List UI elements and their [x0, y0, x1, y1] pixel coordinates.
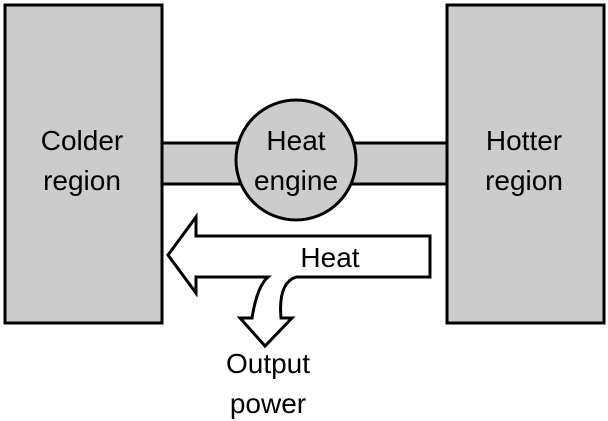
left-connector-bar: [160, 141, 248, 186]
heat-flow-arrow: [166, 212, 432, 349]
colder-region-label-line1: Colder: [41, 125, 123, 156]
heat-arrow-label: Heat: [300, 242, 359, 273]
heat-engine-label-line1: Heat: [266, 125, 325, 156]
output-power-label-line2: power: [230, 388, 306, 419]
hotter-region-box: [445, 3, 606, 325]
hotter-region-label-line1: Hotter: [486, 125, 562, 156]
heat-engine-circle: [234, 98, 358, 222]
colder-region-label-line2: region: [43, 165, 121, 196]
right-connector-bar: [348, 141, 449, 186]
heat-engine-label-line2: engine: [254, 165, 338, 196]
colder-region-box: [3, 3, 164, 325]
output-power-label-line1: Output: [226, 348, 310, 379]
hotter-region-label-line2: region: [485, 165, 563, 196]
